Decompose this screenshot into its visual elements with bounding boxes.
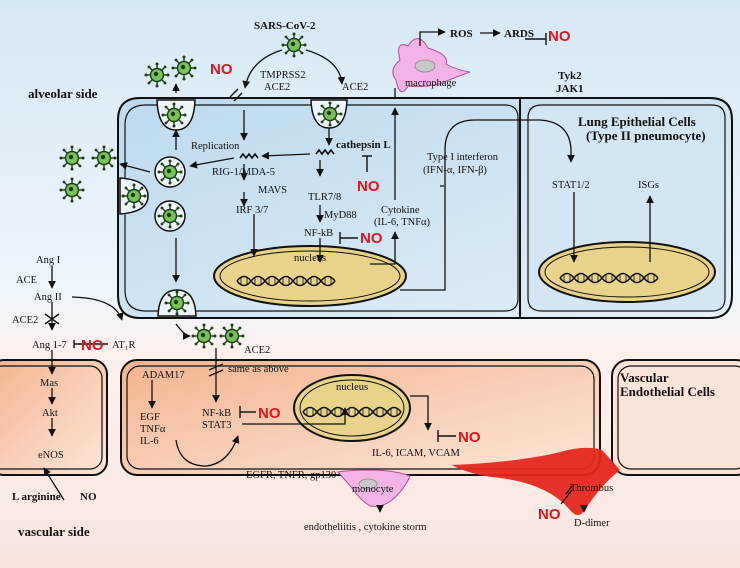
no-nfkb-endothelial: NO [258, 405, 281, 422]
no-tmprss2: NO [210, 61, 233, 78]
nfkb-endothelial-label: NF-kB [202, 408, 231, 419]
ros-label: ROS [450, 28, 473, 40]
interferon-label-2: (IFN-α, IFN-β) [423, 165, 487, 176]
nfkb-epithelial-label: NF-kB [304, 228, 333, 239]
ace2-right-label: ACE2 [342, 82, 368, 93]
virus-label: SARS-CoV-2 [254, 20, 316, 32]
no-ards: NO [548, 28, 571, 45]
blocked-markers [44, 88, 243, 377]
thrombus-label: Thrombus [570, 483, 613, 494]
adam17-label: ADAM17 [142, 370, 185, 381]
mavs-label: MAVS [258, 185, 287, 196]
replication-label: Replication [191, 141, 240, 152]
ang1-label: Ang I [36, 255, 61, 266]
ace2-left-label: ACE2 [264, 82, 290, 93]
irf-label: IRF 3/7 [236, 205, 268, 216]
ace2-bottom-label: ACE2 [244, 345, 270, 356]
cytokine-label-2: (IL-6, TNFα) [374, 217, 431, 228]
nucleus-epithelial-label: nucleus [294, 253, 326, 264]
no-at1r: NO [81, 337, 104, 354]
stat3-label: STAT3 [202, 420, 232, 431]
ang17-label: Ang 1-7 [32, 340, 67, 351]
thrombus-shape [452, 447, 620, 515]
macrophage-nucleus [414, 59, 436, 73]
monocyte-label: monocyte [352, 484, 394, 495]
nucleus-endothelial-label: nucleus [336, 382, 368, 393]
il6-label: IL-6 [140, 436, 159, 447]
egf-label: EGF [140, 412, 160, 423]
ace-label: ACE [16, 275, 37, 286]
outcome-label: endotheliitis , cytokine storm [304, 522, 426, 533]
epithelial-title-1: Lung Epithelial Cells [578, 114, 696, 129]
enos-label: eNOS [38, 450, 64, 461]
myd88-label: MyD88 [324, 210, 357, 221]
no-nfkb-epithelial: NO [360, 230, 383, 247]
mas-label: Mas [40, 378, 58, 389]
no-adhesion: NO [458, 429, 481, 446]
isgs-label: ISGs [638, 180, 659, 191]
stat-label: STAT1/2 [552, 180, 590, 191]
larginine-label: L arginine [12, 491, 61, 503]
same-as-above-label: same as above [228, 364, 289, 375]
ang2-label: Ang II [34, 292, 62, 303]
alveolar-side-label: alveolar side [28, 86, 98, 101]
ddimer-label: D-dimer [574, 518, 610, 529]
no-thrombus: NO [538, 506, 561, 523]
tlr-label: TLR7/8 [308, 192, 341, 203]
monocyte-nucleus [358, 478, 378, 490]
rig1-label: RIG-1/MDA-5 [212, 167, 275, 178]
at1r-label: AT₁R [112, 340, 136, 351]
no-cathepsin: NO [357, 178, 380, 195]
tmprss2-label: TMPRSS2 [260, 70, 306, 81]
no-product-label: NO [80, 491, 97, 503]
interferon-label-1: Type I interferon [427, 152, 499, 163]
tnf-label: TNFα [140, 424, 166, 435]
akt-label: Akt [42, 408, 58, 419]
vascular-side-label: vascular side [18, 524, 90, 539]
endothelial-receptors-label: EGFR, TNFR, gp130 [246, 470, 336, 481]
ards-label: ARDS [504, 28, 534, 40]
monocyte-cell [337, 469, 411, 507]
inhibition-bars [73, 33, 573, 505]
cytokine-label-1: Cytokine [381, 205, 420, 216]
ras-ace2-label: ACE2 [12, 315, 38, 326]
epithelial-title-2: (Type II pneumocyte) [586, 128, 706, 143]
endothelial-title-1: Vascular [620, 370, 669, 385]
tyk2-label: Tyk2 [558, 70, 582, 82]
endothelial-title-2: Endothelial Cells [620, 384, 715, 399]
cathepsin-label: cathepsin L [336, 139, 391, 151]
pathway-arrows [43, 28, 654, 513]
adhesion-label: IL-6, ICAM, VCAM [372, 448, 461, 459]
macrophage-label: macrophage [405, 78, 457, 89]
jak1-label: JAK1 [556, 83, 584, 95]
